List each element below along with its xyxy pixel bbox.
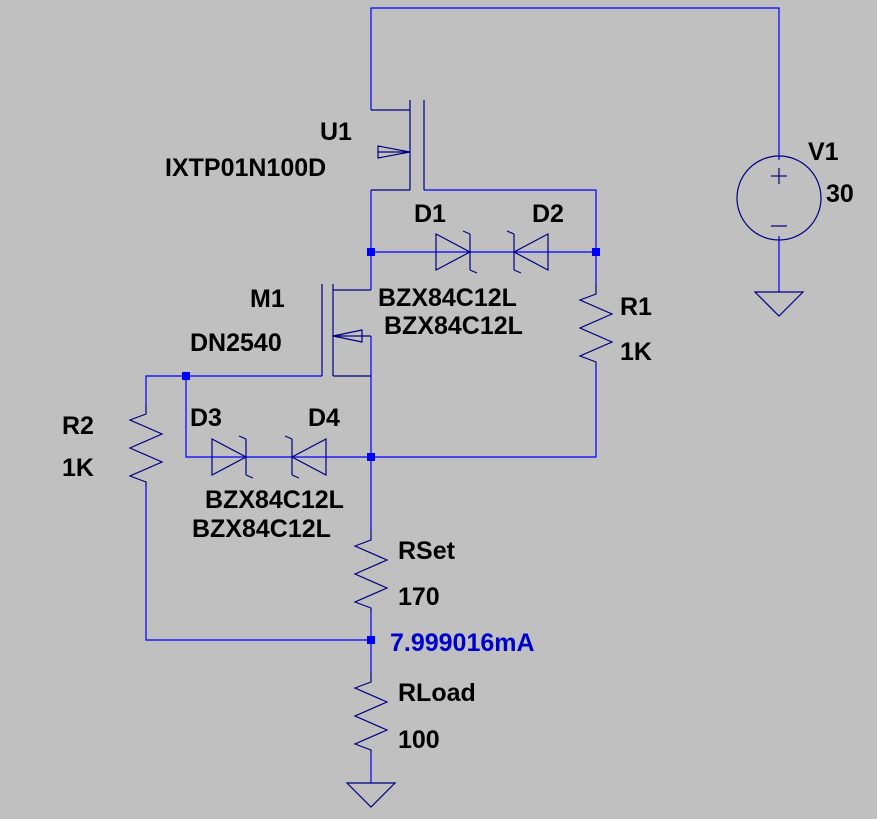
diode-d1-symbol[interactable] <box>435 230 478 274</box>
r2-value-label: 1K <box>62 454 94 482</box>
rload-ref-label: RLoad <box>398 679 476 707</box>
junction-dot <box>367 453 375 461</box>
resistor-rset-symbol[interactable] <box>353 530 389 612</box>
mosfet-m1-symbol[interactable] <box>321 284 371 377</box>
r1-value-label: 1K <box>620 338 652 366</box>
d3-ref-label: D3 <box>190 404 222 432</box>
m1-value-label: DN2540 <box>190 329 282 357</box>
resistor-r1-symbol[interactable] <box>578 284 614 366</box>
r2-ref-label: R2 <box>62 412 94 440</box>
wire-u1-drain-to-v1 <box>370 7 780 160</box>
rload-value-label: 100 <box>398 726 440 754</box>
resistor-r2-symbol[interactable] <box>128 404 164 486</box>
d4-ref-label: D4 <box>308 404 340 432</box>
resistor-rload-symbol[interactable] <box>353 672 389 754</box>
junctions <box>182 248 600 644</box>
ground-icon <box>753 291 805 317</box>
d3-value-label: BZX84C12L <box>205 486 344 514</box>
current-measurement-label: 7.999016mA <box>390 629 535 657</box>
m1-ref-label: M1 <box>250 285 285 313</box>
junction-dot <box>592 248 600 256</box>
ground-icon <box>345 782 397 808</box>
junction-dot <box>367 248 375 256</box>
d4-value-label: BZX84C12L <box>192 515 331 543</box>
wires <box>145 7 780 783</box>
diode-d3-symbol[interactable] <box>211 435 254 479</box>
wire-r2-bottom <box>145 486 371 641</box>
r1-ref-label: R1 <box>620 293 652 321</box>
wire-m1-gate <box>145 375 322 404</box>
d2-ref-label: D2 <box>532 200 564 228</box>
voltage-source-v1-symbol[interactable] <box>736 155 822 241</box>
wire-d3-d4-string <box>185 376 371 458</box>
wire-u1-gate <box>424 189 597 252</box>
rset-value-label: 170 <box>398 583 440 611</box>
junction-dot <box>367 636 375 644</box>
diode-d2-symbol[interactable] <box>506 230 549 274</box>
u1-value-label: IXTP01N100D <box>165 154 326 182</box>
mosfet-u1-symbol[interactable] <box>371 100 425 191</box>
wire-r1-bottom <box>371 366 597 458</box>
diode-d4-symbol[interactable] <box>284 435 327 479</box>
v1-value-label: 30 <box>826 180 854 208</box>
d1-value-label: BZX84C12L <box>378 284 517 312</box>
v1-ref-label: V1 <box>808 138 839 166</box>
d1-ref-label: D1 <box>414 200 446 228</box>
u1-ref-label: U1 <box>320 118 352 146</box>
d2-value-label: BZX84C12L <box>384 312 523 340</box>
junction-dot <box>182 372 190 380</box>
rset-ref-label: RSet <box>398 537 456 565</box>
